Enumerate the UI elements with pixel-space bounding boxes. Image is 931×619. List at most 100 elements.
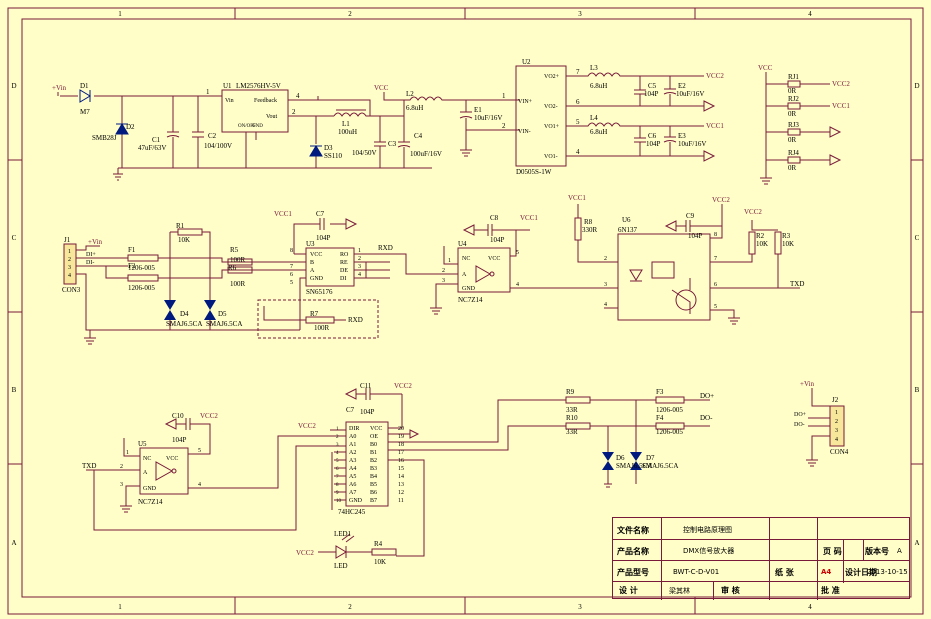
r3-val: 10K — [782, 240, 794, 248]
designer: 梁其林 — [669, 586, 690, 595]
u5-pin5: 5 — [198, 448, 201, 454]
dminus-label: DI- — [86, 260, 94, 266]
rj2-ref: RJ2 — [788, 95, 799, 103]
u7-left-pin-name: A6 — [349, 482, 356, 488]
u7-left-pin-number: 3 — [336, 443, 339, 448]
u1-pin2: 2 — [292, 108, 296, 116]
vcc2-label-r2: VCC2 — [744, 208, 762, 216]
d1-val: M7 — [80, 108, 90, 116]
review-label: 审 核 — [721, 586, 740, 595]
d2-val: SMB28J — [92, 134, 117, 142]
u6-pin5: 5 — [714, 304, 717, 310]
col-label-1: 1 — [118, 10, 122, 18]
col-label-1-bottom: 1 — [118, 603, 122, 611]
u7-left-pin-number: 4 — [336, 451, 339, 456]
d1-ref: D1 — [80, 82, 89, 90]
f4-val: 1206-005 — [656, 428, 683, 436]
f3-ref: F3 — [656, 388, 664, 396]
f3-val: 1206-005 — [656, 406, 683, 414]
u3-di: DI — [340, 276, 346, 282]
r3-ref: R3 — [782, 232, 791, 240]
f1-ref: F1 — [128, 246, 136, 254]
date: 2013-10-15 — [867, 568, 908, 576]
c10-ref: C10 — [172, 412, 184, 420]
c6-val: 104P — [646, 140, 661, 148]
j1-pin3: 3 — [68, 265, 71, 271]
u3-pin4: 4 — [358, 272, 361, 278]
u1-gnd: GND — [252, 124, 263, 129]
c11-ref: C11 — [360, 382, 372, 390]
r7-val: 100R — [314, 324, 330, 332]
vcc2-label-c9: VCC2 — [712, 196, 730, 204]
u3-a: A — [310, 268, 315, 274]
rj1-val: 0R — [788, 87, 797, 95]
u1-pin1: 1 — [206, 88, 210, 96]
c8-val: 104P — [490, 236, 505, 244]
vin-label-j2: +Vin — [800, 380, 815, 388]
u2-pin6: 6 — [576, 98, 580, 106]
l2-val: 6.8uH — [406, 104, 423, 112]
u7-left-pin-number: 9 — [336, 491, 339, 496]
u4-pin4: 4 — [516, 282, 519, 288]
u6-pin4: 4 — [604, 302, 607, 308]
l3-val: 6.8uH — [590, 82, 607, 90]
c4-val: 100uF/16V — [410, 150, 442, 158]
u7-right-pin-number: 16 — [398, 458, 404, 464]
rxd-label-r7: RXD — [348, 316, 363, 324]
u3-ref: U3 — [306, 240, 315, 248]
j1-pin2: 2 — [68, 257, 71, 263]
u7-right-pin-number: 15 — [398, 466, 404, 472]
col-label-2-bottom: 2 — [348, 603, 352, 611]
u2-vinn: VIN- — [518, 129, 531, 135]
product-name-label: 产品名称 — [617, 546, 649, 556]
row-label-d-right: D — [914, 82, 919, 90]
u2-pin4: 4 — [576, 148, 580, 156]
vcc-label-jumpers: VCC — [758, 64, 773, 72]
u5-part: NC7Z14 — [138, 498, 163, 506]
col-label-4-bottom: 4 — [808, 603, 812, 611]
u3-re: RE — [340, 260, 348, 266]
u5-gnd: GND — [143, 486, 157, 492]
u1-feedback: Feedback — [254, 98, 277, 104]
j1-ref: J1 — [64, 236, 71, 244]
rj4-val: 0R — [788, 164, 797, 172]
r1-ref: R1 — [176, 222, 185, 230]
d3-val: SS110 — [324, 152, 343, 160]
u6-pin8: 8 — [714, 232, 717, 238]
title-block: 文件名称 控制电路原理图 产品名称 DMX信号放大器 页 码 版本号 A 产品型… — [612, 517, 910, 600]
u6-part: 6N137 — [618, 226, 638, 234]
c11-val: 104P — [360, 408, 375, 416]
u7-right-pin-name: B7 — [370, 498, 377, 504]
u4-part: NC7Z14 — [458, 296, 483, 304]
u7-right-pin-name: OE — [370, 434, 378, 440]
u7-part: 74HC245 — [338, 508, 366, 516]
r4-val: 10K — [374, 558, 386, 566]
c3-val: 104/50V — [352, 149, 377, 157]
u7-right-pin-name: B3 — [370, 466, 377, 472]
c5-val: 104P — [644, 90, 659, 98]
u3-pin1: 1 — [358, 248, 361, 254]
u2-vo1p: VO1+ — [544, 124, 560, 130]
led1-val: LED — [334, 562, 348, 570]
e3-val: 10uF/16V — [678, 140, 706, 148]
r10-val: 33R — [566, 428, 578, 436]
u4-ref: U4 — [458, 240, 467, 248]
r7-ref: R7 — [310, 310, 319, 318]
u7-left-pin-number: 8 — [336, 483, 339, 488]
vcc2-label-u2: VCC2 — [706, 72, 724, 80]
u4-vcc: VCC — [488, 256, 500, 262]
u6-pin7: 7 — [714, 256, 717, 262]
col-label-2: 2 — [348, 10, 352, 18]
file-name: 控制电路原理图 — [683, 526, 732, 534]
r1-val: 10K — [178, 236, 190, 244]
u5-ref: U5 — [138, 440, 147, 448]
u2-pin1: 1 — [502, 92, 506, 100]
c2-val: 104/100V — [204, 142, 232, 150]
u7-right-pin-number: 14 — [398, 474, 404, 480]
c9-val: 104P — [688, 232, 703, 240]
u7-left-pin-number: 7 — [336, 475, 339, 480]
u1-ref: U1 — [223, 82, 232, 90]
vcc1-label-rj2: VCC1 — [832, 102, 850, 110]
u1-vout: Vout — [266, 114, 278, 120]
